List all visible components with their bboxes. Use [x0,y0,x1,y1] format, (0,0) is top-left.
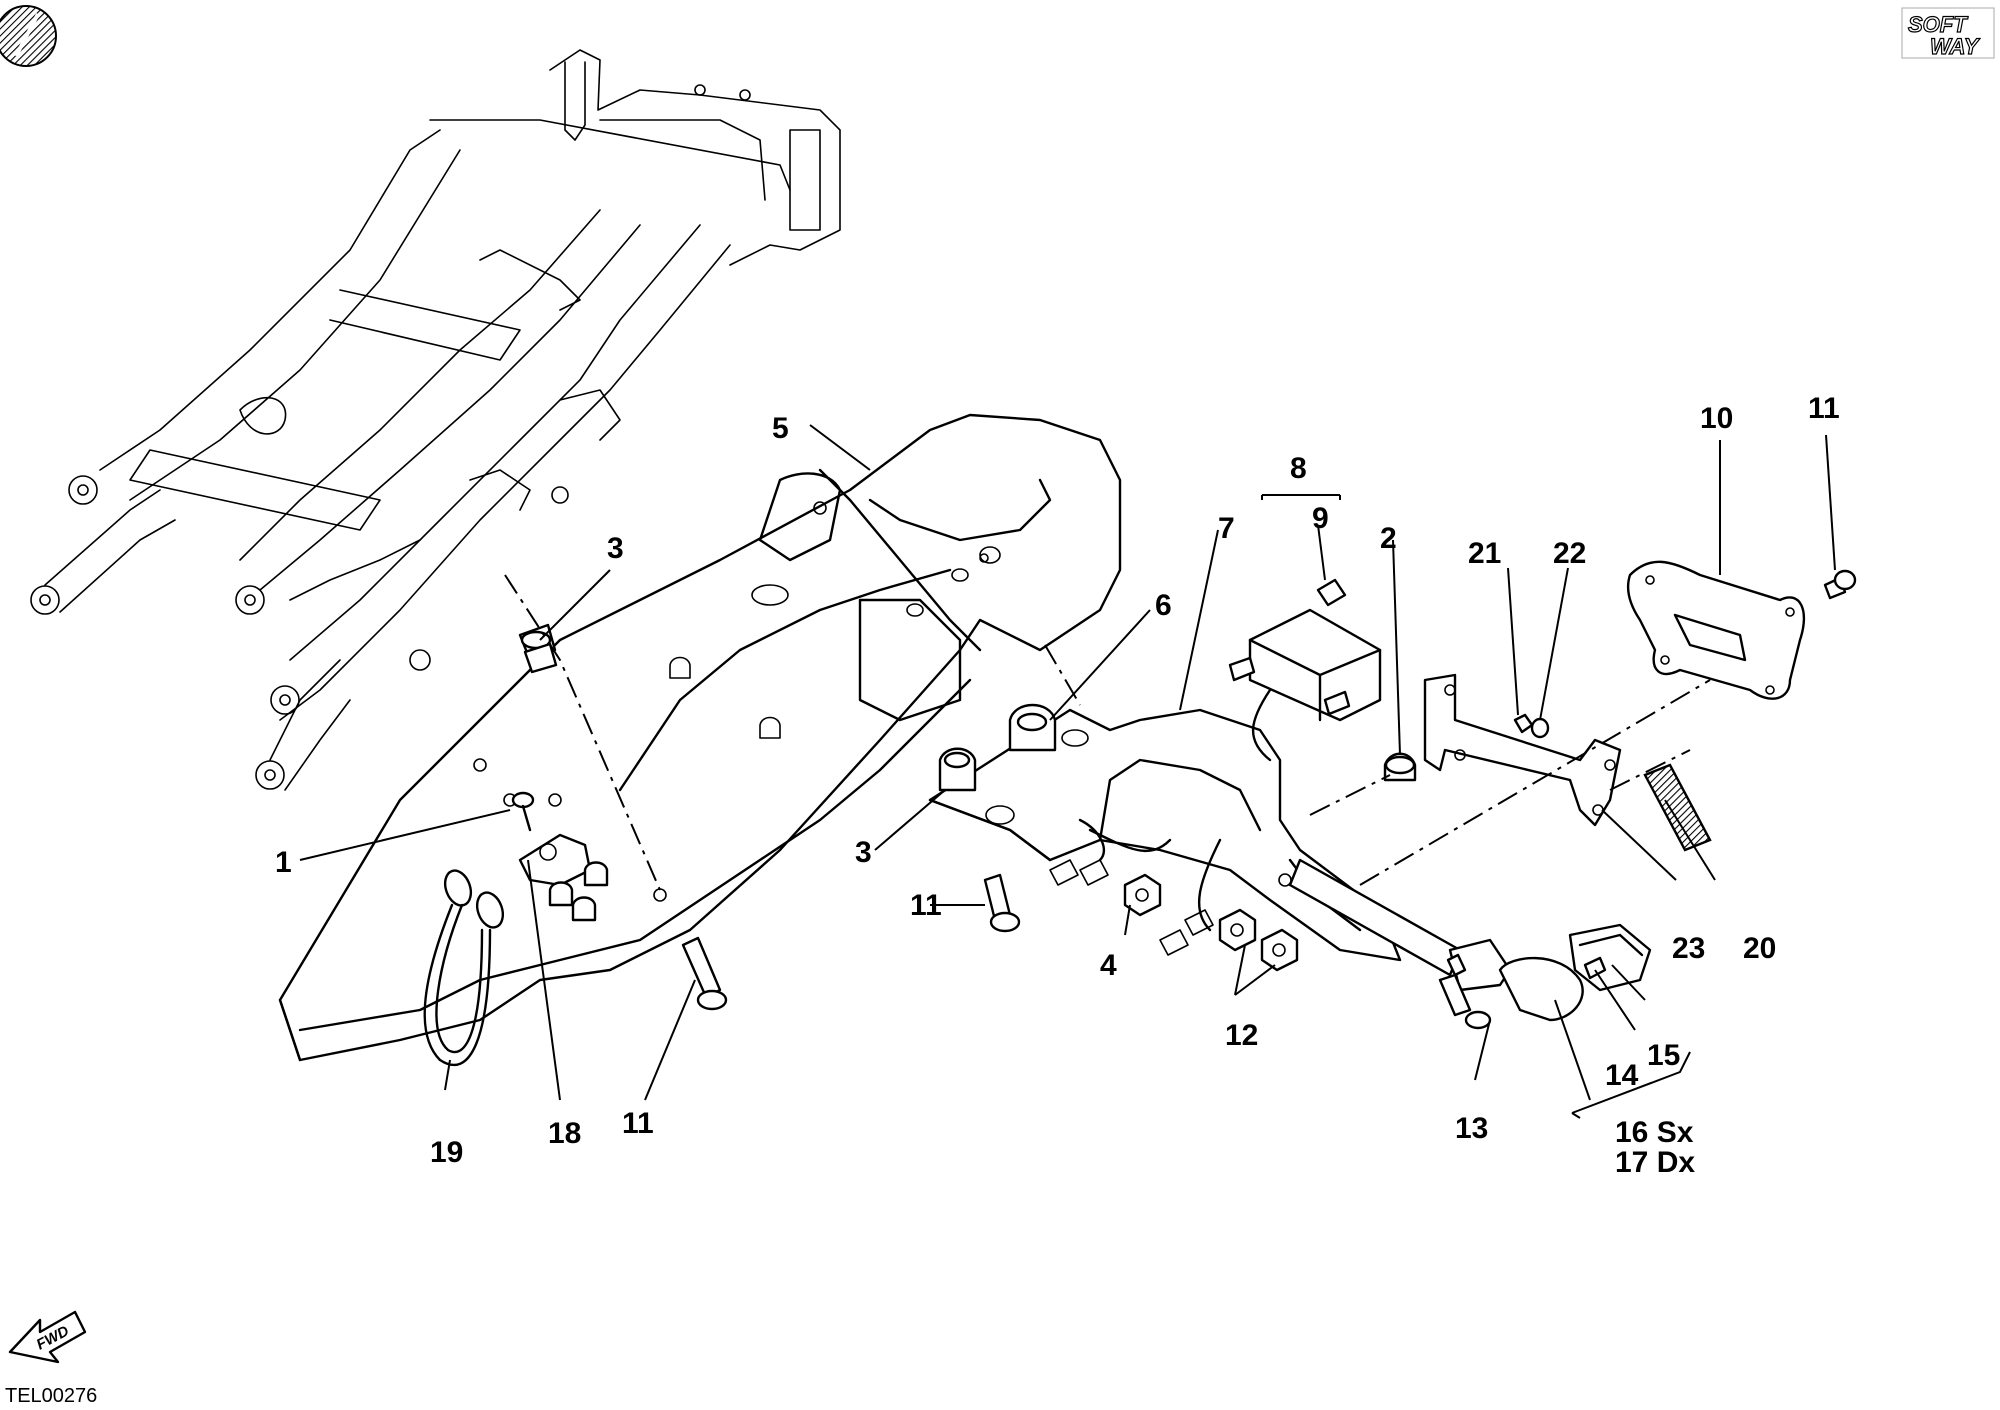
label-23: 23 [1672,932,1705,965]
label-8: 8 [1290,452,1307,485]
label-13: 13 [1455,1112,1488,1145]
label-7: 7 [1218,512,1235,545]
label-9: 9 [1312,502,1329,535]
label-21: 21 [1468,537,1501,570]
label-14: 14 [1605,1059,1639,1092]
part-number-labels: 1 2 3 3 4 5 6 7 8 9 10 11 11 11 12 13 14… [275,392,1840,1179]
label-20: 20 [1743,932,1776,965]
turn-indicator [1288,858,1652,1030]
grommet-right [1383,752,1417,782]
label-11-bottom: 11 [622,1107,654,1140]
nuts [1123,873,1299,972]
module-box [1228,578,1382,762]
label-16-sx: 16 Sx [1615,1116,1694,1149]
plate-bracket [1423,673,1622,827]
page-corner-disc-icon [0,5,57,67]
rear-subframe [30,49,841,791]
battery-lead [423,869,505,1067]
label-3-right: 3 [855,836,872,869]
screw-middle [983,873,1021,933]
label-10: 10 [1700,402,1733,435]
wiring-connectors [1049,818,1222,956]
label-3-left: 3 [607,532,624,565]
fwd-arrow-icon: FWD [8,1310,87,1364]
label-11-middle: 11 [910,889,942,922]
drawing-code: TEL00276 [5,1385,97,1407]
svg-text:WAY: WAY [1930,34,1981,59]
label-17-dx: 17 Dx [1615,1146,1695,1179]
screw-and-clamp [511,791,609,922]
label-19: 19 [430,1136,463,1169]
plate-light [1626,560,1857,700]
label-12: 12 [1225,1019,1258,1052]
label-6: 6 [1155,589,1172,622]
label-2: 2 [1380,522,1397,555]
softway-logo: SOFT WAY [1901,7,1995,60]
label-5: 5 [772,412,789,445]
label-1: 1 [275,846,292,879]
svg-text:SOFT: SOFT [1908,12,1968,37]
label-18: 18 [548,1117,581,1150]
label-11-top-right: 11 [1808,392,1840,425]
label-15: 15 [1647,1039,1680,1072]
label-4: 4 [1100,949,1117,982]
reflector [1643,763,1712,852]
screw-bottom [681,936,728,1011]
leader-lines [299,424,1836,1119]
assembly-lines [504,574,1711,891]
label-22: 22 [1553,537,1586,570]
grommet-left [518,623,558,674]
